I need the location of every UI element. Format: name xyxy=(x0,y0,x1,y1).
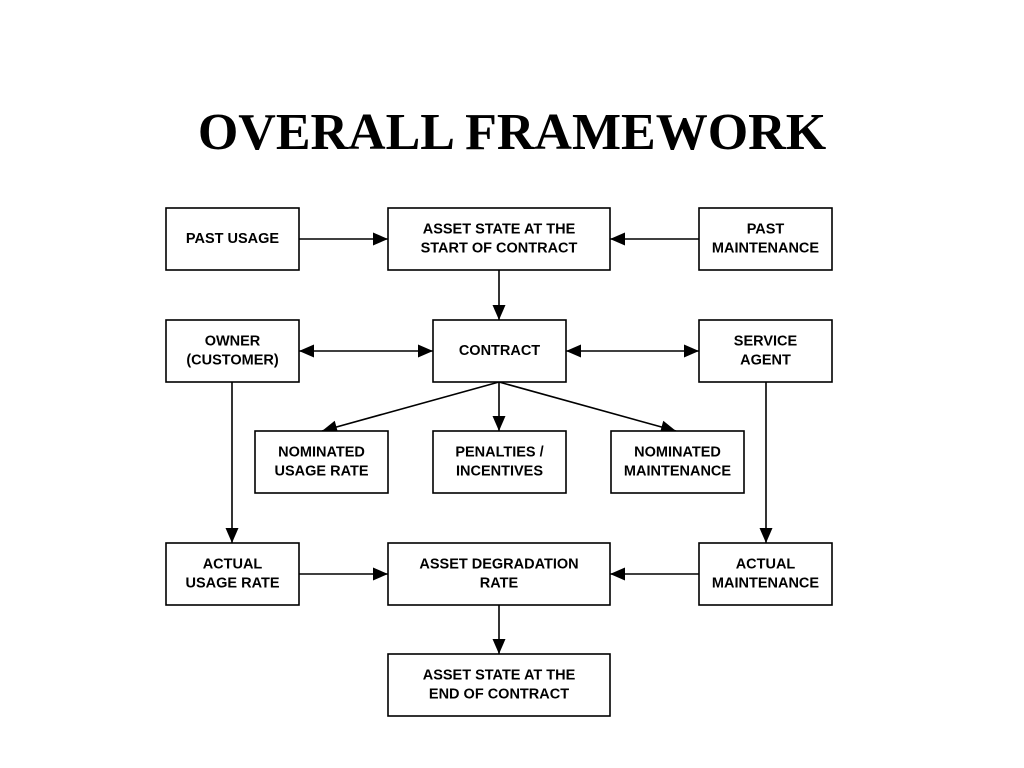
node-label: MAINTENANCE xyxy=(624,464,731,480)
page-title: OVERALL FRAMEWORK xyxy=(197,104,827,161)
node-box xyxy=(432,430,567,494)
node-past-maintenance: PAST MAINTENANCE xyxy=(698,207,833,271)
node-actual-usage-rate: ACTUAL USAGE RATE xyxy=(165,542,300,606)
node-label: ASSET STATE AT THE xyxy=(423,668,576,684)
edge-actual_maintenance-to-asset_degradation_rate xyxy=(610,567,699,581)
node-label: USAGE RATE xyxy=(186,576,280,592)
node-label: (CUSTOMER) xyxy=(186,353,279,369)
edge-asset_degradation_rate-to-asset_state_end xyxy=(492,605,506,654)
edge-contract-to-nominated_usage_rate xyxy=(321,381,500,434)
arrowhead-icon xyxy=(225,528,239,543)
node-box xyxy=(165,319,300,383)
node-penalties-incentives: PENALTIES / INCENTIVES xyxy=(432,430,567,494)
arrowhead-icon xyxy=(299,344,314,358)
node-label: ACTUAL xyxy=(736,557,796,573)
node-box xyxy=(610,430,745,494)
node-box xyxy=(698,542,833,606)
node-label: NOMINATED xyxy=(278,445,365,461)
edges-layer xyxy=(225,232,773,654)
node-label: MAINTENANCE xyxy=(712,576,819,592)
arrowhead-icon xyxy=(492,416,506,431)
node-box xyxy=(387,207,611,271)
edge-contract-to-penalties_incentives xyxy=(492,382,506,431)
node-owner: OWNER (CUSTOMER) xyxy=(165,319,300,383)
node-label: START OF CONTRACT xyxy=(421,241,578,257)
arrowhead-icon xyxy=(610,567,625,581)
node-nominated-usage-rate: NOMINATED USAGE RATE xyxy=(254,430,389,494)
edge-actual_usage_rate-to-asset_degradation_rate xyxy=(299,567,388,581)
node-asset-degradation-rate: ASSET DEGRADATION RATE xyxy=(387,542,611,606)
node-service-agent: SERVICE AGENT xyxy=(698,319,833,383)
edge-service_agent-to-actual_maintenance xyxy=(759,382,773,543)
edge-past_usage-to-asset_state_start xyxy=(299,232,388,246)
node-label: PAST xyxy=(747,222,785,238)
arrowhead-icon xyxy=(659,420,676,434)
node-asset-state-start: ASSET STATE AT THE START OF CONTRACT xyxy=(387,207,611,271)
arrowhead-icon xyxy=(759,528,773,543)
node-label: AGENT xyxy=(740,353,791,369)
node-label: ACTUAL xyxy=(203,557,263,573)
edge-contract-to-service_agent xyxy=(566,344,699,358)
edge-past_maintenance-to-asset_state_start xyxy=(610,232,699,246)
node-label: ASSET STATE AT THE xyxy=(423,222,576,238)
edge-asset_state_start-to-contract xyxy=(492,270,506,320)
node-past-usage: PAST USAGE xyxy=(165,207,300,271)
node-box xyxy=(387,653,611,717)
node-box xyxy=(432,319,567,383)
node-box xyxy=(698,319,833,383)
node-box xyxy=(698,207,833,271)
node-label: PAST USAGE xyxy=(186,231,280,247)
arrowhead-icon xyxy=(684,344,699,358)
node-label: MAINTENANCE xyxy=(712,241,819,257)
node-contract: CONTRACT xyxy=(432,319,567,383)
arrowhead-icon xyxy=(610,232,625,246)
node-label: CONTRACT xyxy=(459,343,540,359)
node-label: OWNER xyxy=(205,334,261,350)
node-label: ASSET DEGRADATION xyxy=(419,557,578,573)
node-box xyxy=(165,207,300,271)
node-label: USAGE RATE xyxy=(275,464,369,480)
node-nominated-maintenance: NOMINATED MAINTENANCE xyxy=(610,430,745,494)
edge-contract-to-nominated_maintenance xyxy=(498,381,677,434)
node-label: RATE xyxy=(480,576,519,592)
edge-owner-to-actual_usage_rate xyxy=(225,382,239,543)
node-actual-maintenance: ACTUAL MAINTENANCE xyxy=(698,542,833,606)
arrowhead-icon xyxy=(322,420,339,434)
arrowhead-icon xyxy=(373,232,388,246)
edge-owner-to-contract xyxy=(299,344,433,358)
node-box xyxy=(165,542,300,606)
arrowhead-icon xyxy=(492,305,506,320)
arrowhead-icon xyxy=(492,639,506,654)
node-label: NOMINATED xyxy=(634,445,721,461)
node-label: END OF CONTRACT xyxy=(429,687,569,703)
edge-line xyxy=(321,381,500,432)
edge-line xyxy=(498,381,677,432)
arrowhead-icon xyxy=(418,344,433,358)
node-label: PENALTIES / xyxy=(455,445,543,461)
node-asset-state-end: ASSET STATE AT THE END OF CONTRACT xyxy=(387,653,611,717)
arrowhead-icon xyxy=(566,344,581,358)
node-label: SERVICE xyxy=(734,334,798,350)
nodes-layer: PAST USAGE ASSET STATE AT THE START OF CON… xyxy=(165,207,833,717)
node-box xyxy=(387,542,611,606)
node-box xyxy=(254,430,389,494)
arrowhead-icon xyxy=(373,567,388,581)
node-label: INCENTIVES xyxy=(456,464,543,480)
